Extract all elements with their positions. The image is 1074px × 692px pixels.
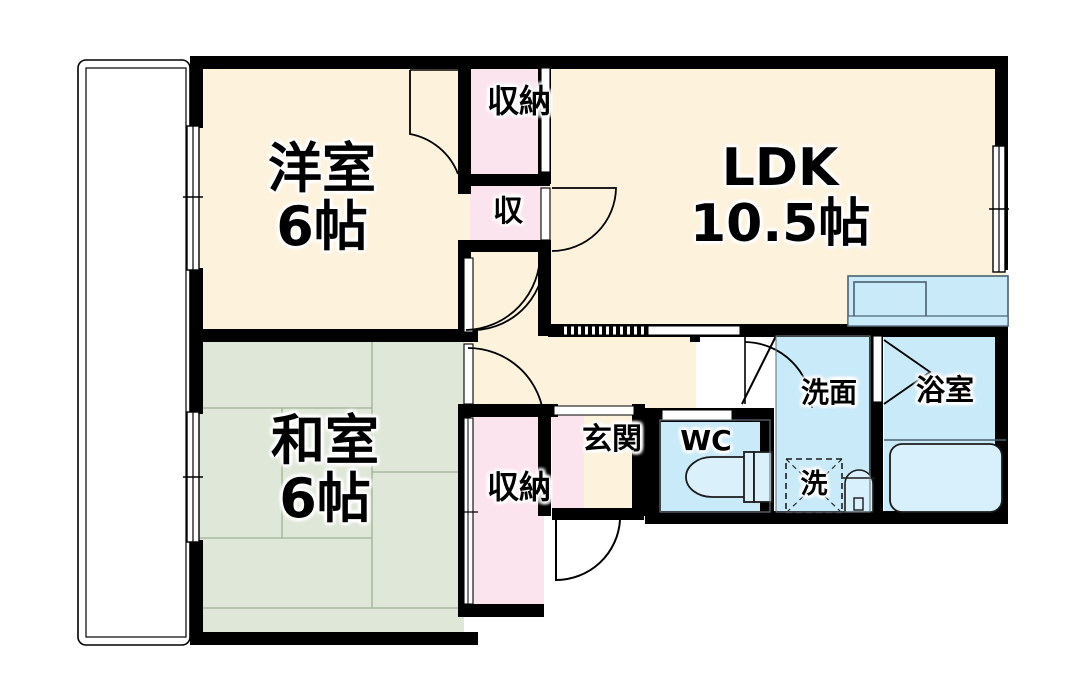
- kitchen-counter: [847, 275, 1009, 327]
- window-youshitsu: [183, 125, 203, 271]
- label-closet-hall-text: 収納: [487, 468, 552, 506]
- label-closet-top-text: 収納: [487, 82, 552, 120]
- room-outlines: [659, 335, 871, 513]
- toilet-fixture: [685, 451, 773, 503]
- sliding-door-genkan: [553, 405, 635, 416]
- label-youshitsu: 洋室 6帖: [252, 137, 392, 259]
- youshitsu-door-frame: [463, 257, 474, 333]
- label-closet-hall: 収納: [487, 470, 551, 505]
- label-youshitsu-name: 洋室: [268, 137, 376, 200]
- label-ldk-size: 10.5帖: [690, 194, 871, 255]
- label-washitsu: 和室 6帖: [255, 409, 395, 531]
- label-ldk: LDK 10.5帖: [690, 140, 870, 252]
- label-genkan-text: 玄関: [582, 422, 642, 457]
- bathtub: [884, 439, 1006, 513]
- closet-small-door: [540, 187, 551, 241]
- label-yokushitsu-text: 浴室: [915, 373, 974, 407]
- window-washitsu: [183, 411, 203, 543]
- label-closet-small: 収: [487, 194, 529, 229]
- fill-closet-top: [470, 68, 544, 176]
- door-swings: [409, 69, 932, 582]
- fill-closet-small: [470, 186, 544, 246]
- sliding-door-ldk: [559, 325, 741, 336]
- label-youshitsu-size: 6帖: [276, 195, 368, 259]
- label-ldk-name: LDK: [721, 138, 839, 198]
- label-closet-top: 収納: [487, 84, 551, 119]
- fill-shoe-closet: [552, 412, 584, 508]
- label-wc-text: WC: [680, 424, 732, 457]
- wc-door: [661, 409, 733, 421]
- label-senmen-text: 洗面: [800, 376, 857, 409]
- window-ldk: [989, 145, 1009, 273]
- floor-youshitsu: [192, 68, 464, 330]
- washitsu-door-frame: [463, 343, 474, 405]
- label-washitsu-name: 和室: [271, 409, 379, 472]
- fill-closet-hall: [470, 414, 544, 612]
- floor-washitsu: [192, 342, 464, 642]
- label-senmen: 洗面: [799, 376, 859, 409]
- label-genkan: 玄関: [582, 423, 642, 456]
- label-washer: 洗: [797, 470, 831, 499]
- closet-top-door: [540, 67, 551, 173]
- label-closet-small-text: 収: [493, 194, 523, 229]
- label-wc: WC: [678, 424, 734, 457]
- label-washitsu-size: 6帖: [279, 467, 371, 531]
- bath-door: [872, 335, 883, 403]
- label-yokushitsu: 浴室: [914, 373, 976, 407]
- balcony: [77, 59, 191, 646]
- tatami-mats: [192, 342, 464, 609]
- label-washer-text: 洗: [800, 469, 828, 500]
- washer-slot: [785, 458, 843, 514]
- windows: [183, 67, 1009, 605]
